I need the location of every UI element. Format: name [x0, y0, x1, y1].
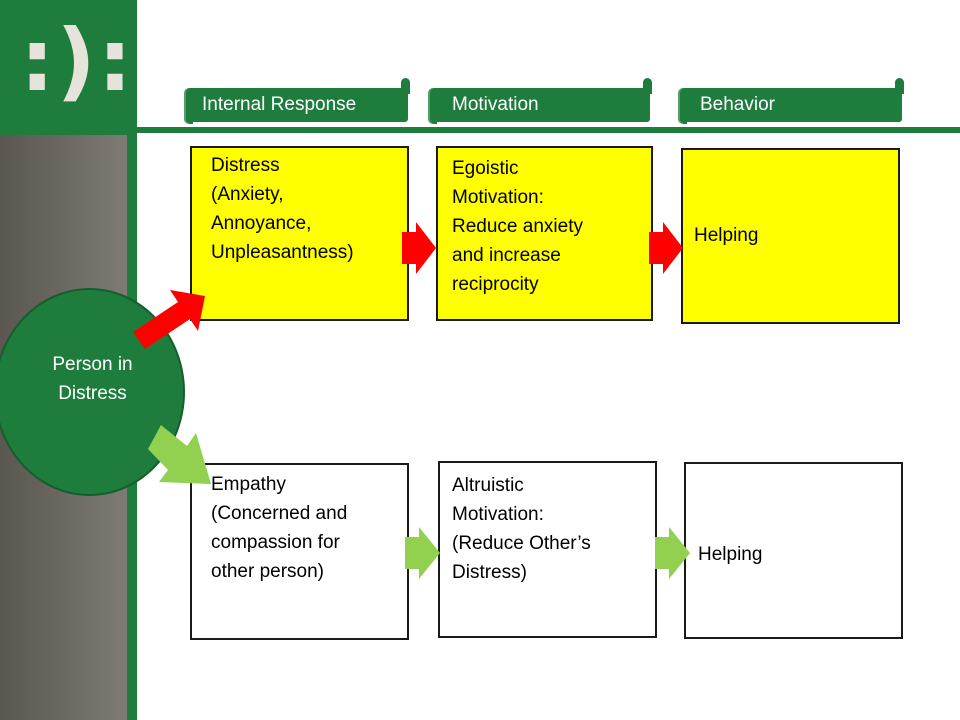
egoistic-motivation-box [436, 146, 653, 321]
arrow-distress-to-egoistic [402, 222, 436, 274]
arrow-to-distress [133, 290, 205, 349]
distress-box [190, 146, 409, 321]
header-label: Behavior [700, 94, 775, 115]
helping-text-top: Helping [694, 225, 759, 246]
altruistic-motivation-text: Altruistic Motivation: (Reduce Other’s D… [452, 475, 591, 583]
arrow-altruistic-to-helping [655, 527, 690, 579]
logo-smiley: :): [20, 11, 135, 111]
arrow-egoistic-to-helping [649, 222, 683, 274]
arrow-to-empathy [148, 425, 211, 484]
arrow-empathy-to-altruistic [405, 527, 440, 579]
helping-box-bottom [684, 462, 903, 639]
egoistic-motivation-text: Egoistic Motivation: Reduce anxiety and … [452, 158, 583, 295]
header-label: Internal Response [202, 94, 357, 115]
person-in-distress-label: Person in Distress [52, 354, 133, 404]
logo-block: :): [0, 0, 137, 135]
helping-box-top [681, 148, 900, 324]
altruistic-motivation-box [438, 461, 657, 638]
header-behavior: Behavior [678, 78, 904, 124]
header-label: Motivation [452, 94, 539, 115]
header-motivation: Motivation [428, 78, 652, 124]
empathy-box [190, 463, 409, 640]
header-divider [137, 127, 960, 133]
distress-text: Distress (Anxiety, Annoyance, Unpleasant… [211, 155, 354, 263]
header-internal-response: Internal Response [184, 78, 410, 124]
helping-text-bottom: Helping [698, 544, 763, 565]
empathy-text: Empathy (Concerned and compassion for ot… [211, 474, 348, 582]
